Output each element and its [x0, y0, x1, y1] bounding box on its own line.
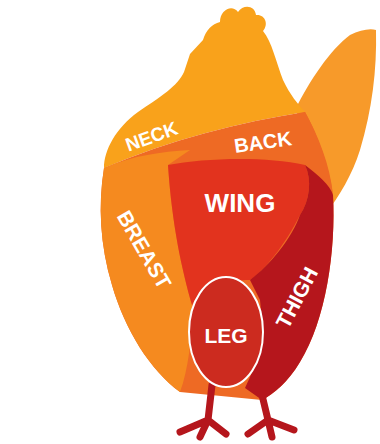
- cut-label: LEG: [204, 324, 247, 347]
- chicken-feet: [180, 385, 294, 437]
- leg-region-fill: [189, 277, 263, 387]
- leg-region: LEG: [187, 275, 265, 389]
- thigh-region-fill: [245, 165, 334, 400]
- cut-label: WING: [205, 189, 276, 218]
